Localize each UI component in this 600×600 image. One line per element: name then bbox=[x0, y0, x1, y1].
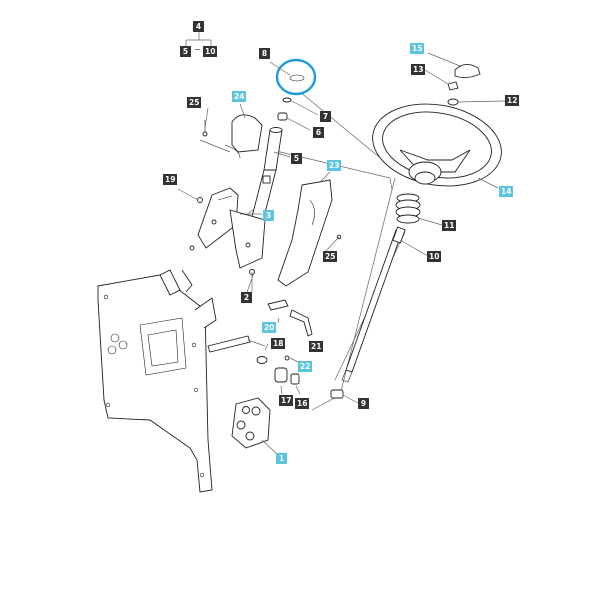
callout-3: 3 bbox=[263, 210, 274, 221]
callout-14: 14 bbox=[499, 186, 514, 197]
callout-21: 21 bbox=[309, 341, 324, 352]
callout-10: 10 bbox=[427, 251, 442, 262]
o-ring-part-8 bbox=[269, 58, 317, 96]
screw-part-25-upper bbox=[199, 120, 241, 159]
callout-25-upper: 25 bbox=[187, 97, 202, 108]
nut-part-22 bbox=[284, 355, 290, 361]
callout-16: 16 bbox=[295, 398, 310, 409]
callout-7: 7 bbox=[320, 111, 331, 122]
lever-part-21 bbox=[289, 309, 313, 337]
callout-15: 15 bbox=[410, 43, 425, 54]
callout-1: 1 bbox=[276, 453, 287, 464]
column-bracket bbox=[177, 175, 271, 292]
cover-part-24 bbox=[231, 103, 263, 153]
callout-20: 20 bbox=[262, 322, 277, 333]
callout-13: 13 bbox=[411, 64, 426, 75]
small-parts-cluster bbox=[256, 299, 313, 395]
highlight-ring bbox=[275, 58, 317, 96]
dash-panel bbox=[97, 269, 266, 493]
range-bracket bbox=[185, 32, 212, 46]
callout-5-range-start: 5 bbox=[180, 46, 191, 57]
washer-part-18 bbox=[256, 356, 268, 364]
callout-25-lower: 25 bbox=[323, 251, 338, 262]
steering-wheel-part-14 bbox=[372, 103, 502, 189]
callout-22: 22 bbox=[298, 361, 313, 372]
callout-23: 23 bbox=[327, 160, 342, 171]
washer-part-12 bbox=[447, 98, 506, 106]
callout-19: 19 bbox=[163, 174, 178, 185]
callout-11: 11 bbox=[442, 220, 457, 231]
callout-18: 18 bbox=[271, 338, 286, 349]
callout-24: 24 bbox=[232, 91, 247, 102]
boot-part-11 bbox=[395, 193, 443, 226]
pin-part-9 bbox=[330, 389, 359, 404]
callout-6: 6 bbox=[313, 127, 324, 138]
callout-10-range-end: 10 bbox=[203, 46, 218, 57]
callout-2: 2 bbox=[241, 292, 252, 303]
bushing-part-6 bbox=[277, 112, 311, 131]
callout-9: 9 bbox=[358, 398, 369, 409]
cap-part-15 bbox=[427, 52, 481, 79]
callout-12: 12 bbox=[505, 95, 520, 106]
shaft-part-10 bbox=[341, 226, 429, 383]
cover-part-23 bbox=[277, 171, 342, 287]
callout-4: 4 bbox=[193, 21, 204, 32]
callout-17: 17 bbox=[279, 395, 294, 406]
range-separator: ~ bbox=[194, 45, 201, 54]
callout-8: 8 bbox=[259, 48, 270, 59]
bush-part-17 bbox=[274, 367, 288, 383]
spacer-part-16 bbox=[290, 373, 300, 385]
washer-part-7 bbox=[282, 97, 319, 116]
callout-5: 5 bbox=[291, 153, 302, 164]
pin-part-20 bbox=[267, 299, 289, 311]
steering-unit-part-1 bbox=[231, 397, 279, 456]
nut-part-13 bbox=[424, 69, 459, 91]
